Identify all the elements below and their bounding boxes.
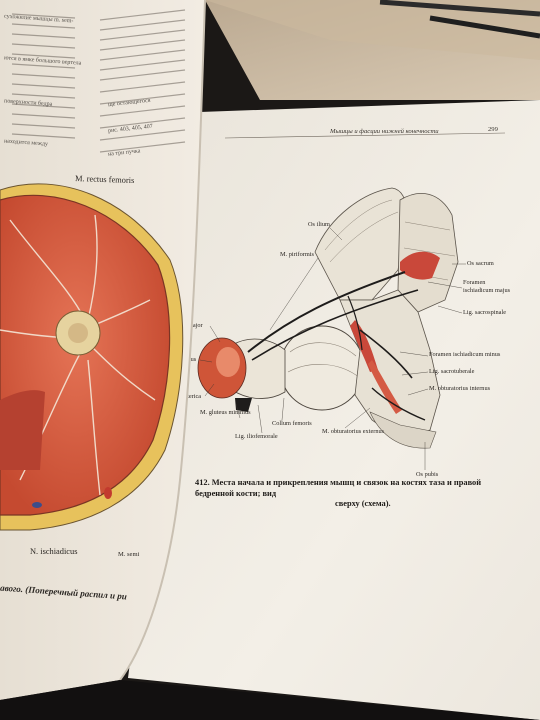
pencil — [429, 15, 540, 39]
label-foramen-minus: Foramen ischiadicum minus — [429, 351, 501, 358]
figure-caption: 412. Места начала и прикрепления мышц и … — [195, 478, 515, 510]
os-ischii-shape — [339, 289, 441, 441]
label-os-pubis: Os pubis — [416, 471, 439, 478]
thigh-cross-section — [0, 183, 184, 531]
label-fossa-trochanterica: hanterica — [178, 393, 202, 400]
pencil — [379, 0, 540, 17]
label-m-gluteus-minimus: M. gluteus minimus — [200, 409, 251, 416]
label-lig-sacrospinale: Lig. sacrospinale — [463, 309, 507, 316]
os-pubis-shape — [369, 411, 437, 449]
label-n-ischiadicus: N. ischiadicus — [30, 547, 78, 556]
running-header: Мышцы и фасции нижней конечности — [330, 128, 439, 135]
collum-femoris-shape — [231, 338, 286, 399]
label-os-ilium: Os ilium — [308, 221, 330, 228]
m-piriformis-origin — [400, 251, 440, 280]
label-collum-femoris: Collum femoris — [272, 420, 312, 427]
label-m-piriformis: M. piriformis — [280, 251, 314, 258]
label-m-obturatorius-externus: M. obturatorius externus — [322, 428, 385, 435]
label-m-semitendinosus: M. semi — [118, 551, 140, 558]
label-foramen-line2: ischiadicum majus — [463, 287, 511, 294]
label-lig-iliofemorale: Lig. iliofemorale — [235, 433, 278, 440]
figure-caption-line2: сверху (схема). — [335, 499, 391, 508]
label-lig-sacrotuberale: Lig. sacrotuberale — [429, 368, 475, 375]
label-foramen-line1: Foramen — [463, 279, 486, 286]
label-m-obturatorius-internus: M. obturatorius internus — [429, 385, 491, 392]
page-number: 299 — [488, 126, 498, 133]
figure-caption-line1: 412. Места начала и прикрепления мышц и … — [195, 478, 482, 498]
label-os-sacrum: Os sacrum — [467, 260, 494, 267]
